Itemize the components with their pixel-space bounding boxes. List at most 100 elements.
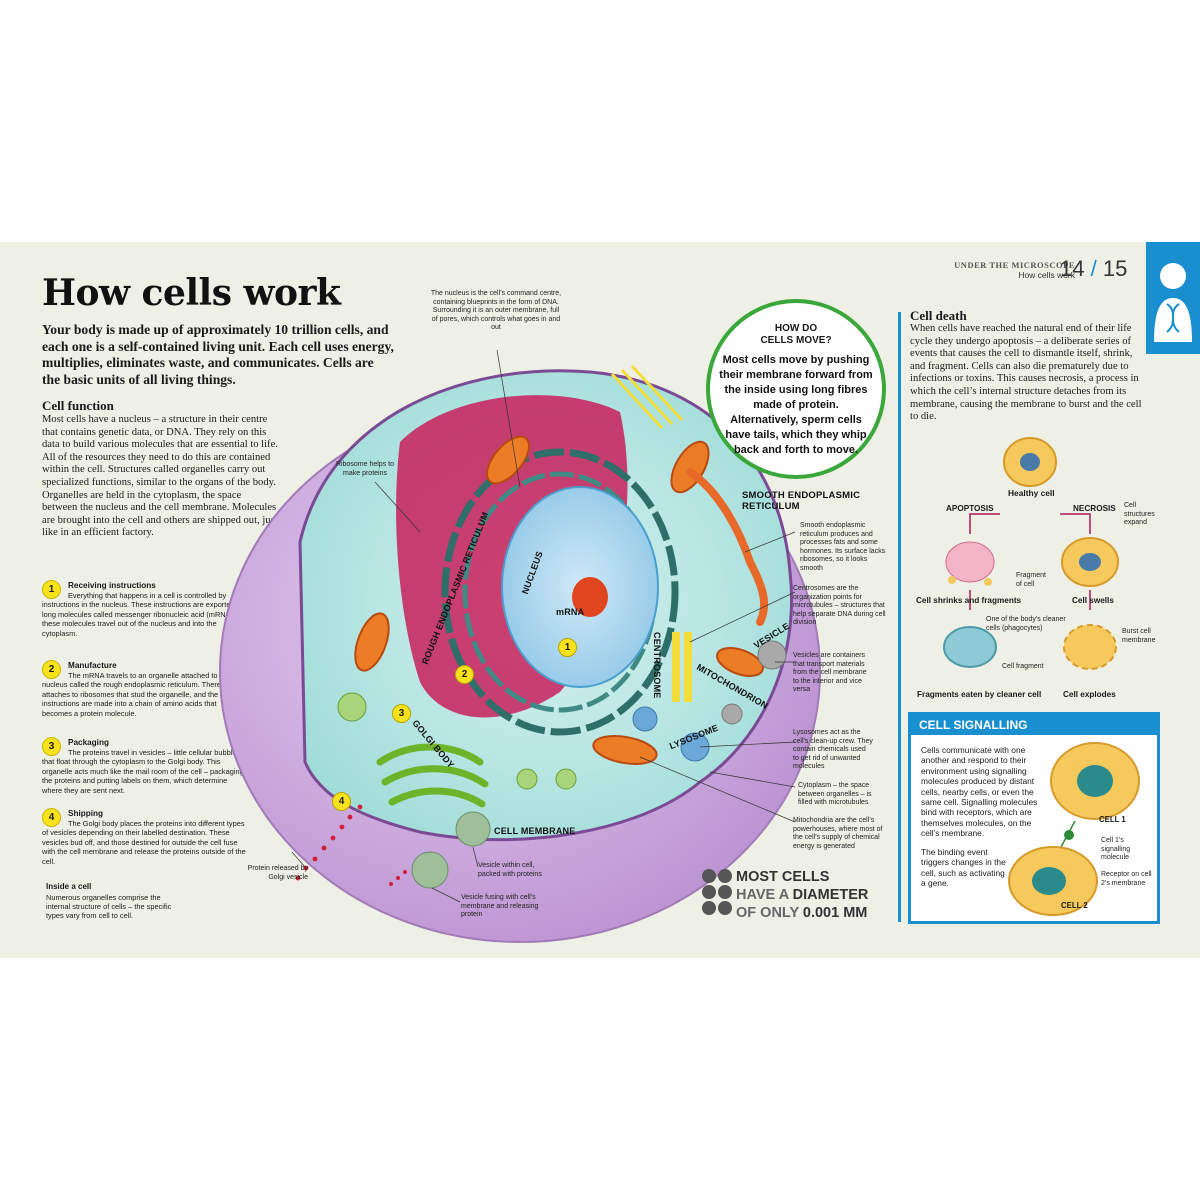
note-lysosome: Lysosomes act as the cell’s clean-up cre… xyxy=(793,729,873,771)
step-title: Packaging xyxy=(68,738,109,747)
note-smooth-er: Smooth endoplasmic reticulum produces an… xyxy=(800,522,886,572)
note-vesicle-fusing: Vesicle fusing with cell’s membrane and … xyxy=(461,894,539,919)
label-cell-membrane: CELL MEMBRANE xyxy=(494,826,576,836)
inside-cell-text: Numerous organelles comprise the interna… xyxy=(46,893,172,921)
step-number: 4 xyxy=(42,808,61,827)
step-title: Manufacture xyxy=(68,661,117,670)
label-fragment-of-cell: Fragment of cell xyxy=(1016,572,1046,588)
phagocyte-icon xyxy=(943,626,997,668)
nucleolus-shape xyxy=(572,577,608,617)
vesicles-group xyxy=(337,640,787,889)
cell-death-text: When cells have reached the natural end … xyxy=(910,323,1142,423)
exploding-cell-icon xyxy=(1063,624,1117,670)
centrosome-shape xyxy=(672,632,692,702)
cells-move-text: Most cells move by pushing their membran… xyxy=(719,354,873,456)
diameter-line-2: HAVE A DIAMETER xyxy=(736,886,868,904)
marker-2: 2 xyxy=(455,665,474,684)
label-swells: Cell swells xyxy=(1072,596,1114,605)
diameter-line-3: OF ONLY 0.001 MM xyxy=(736,904,868,922)
diameter-line-3b: 0.001 MM xyxy=(802,905,868,921)
label-structures-expand: Cell structures expand xyxy=(1124,502,1155,527)
label-necrosis: NECROSIS xyxy=(1073,504,1116,513)
label-cleaner: One of the body’s cleaner cells (phagocy… xyxy=(986,616,1066,632)
golgi-body-shape xyxy=(376,743,489,808)
microtubule-bundle xyxy=(610,364,684,430)
cells-move-heading-1: HOW DO xyxy=(774,323,818,334)
page-separator: / xyxy=(1090,256,1097,281)
vesicle xyxy=(411,851,449,889)
label-centrosome: CENTROSOME xyxy=(652,632,662,699)
step-title: Shipping xyxy=(68,809,104,818)
cell-cluster-icon xyxy=(702,869,732,915)
marker-1: 1 xyxy=(558,638,577,657)
section-label: UNDER THE MICROSCOPE xyxy=(954,260,1075,270)
receptor-note: Receptor on cell 2’s membrane xyxy=(1101,871,1152,887)
intro-paragraph: Your body is made up of approximately 10… xyxy=(42,322,394,387)
cell-signalling-box: CELL SIGNALLING Cells communicate with o… xyxy=(908,712,1160,924)
mitochondrion xyxy=(716,647,764,677)
marker-4: 4 xyxy=(332,792,351,811)
cell-2-label: CELL 2 xyxy=(1061,901,1088,910)
page-numbers: 14 / 15 xyxy=(1060,256,1127,282)
column-rule xyxy=(898,312,901,922)
diameter-fact: MOST CELLS HAVE A DIAMETER OF ONLY 0.001… xyxy=(736,868,868,922)
label-healthy: Healthy cell xyxy=(1008,488,1055,498)
mitochondrion xyxy=(670,440,710,494)
cell-death-heading: Cell death xyxy=(910,308,967,323)
label-cell-fragment: Cell fragment xyxy=(1002,663,1044,670)
note-ribosome: Ribosome helps to make proteins xyxy=(336,461,394,477)
signalling-diagram xyxy=(1008,742,1140,916)
note-vesicle: Vesicles are containers that transport m… xyxy=(793,652,867,694)
page-title: How cells work xyxy=(42,272,341,314)
diameter-line-2a: HAVE A xyxy=(736,887,793,903)
signal-note: Cell 1’s signalling molecule xyxy=(1101,837,1131,862)
note-centrosome: Centrosomes are the organization points … xyxy=(793,585,886,627)
label-explodes: Cell explodes xyxy=(1063,690,1116,699)
label-smooth-er: SMOOTH ENDOPLASMIC RETICULUM xyxy=(742,490,861,512)
cell-signalling-heading: CELL SIGNALLING xyxy=(911,715,1157,735)
label-burst: Burst cell membrane xyxy=(1122,628,1156,644)
cell-function-heading: Cell function xyxy=(42,398,114,413)
label-shrinks: Cell shrinks and fragments xyxy=(916,596,1022,605)
marker-3: 3 xyxy=(392,704,411,723)
note-protein-released: Protein released by Golgi vesicle xyxy=(247,865,308,881)
cell-signalling-text-2: The binding event triggers changes in th… xyxy=(921,847,1006,889)
vesicle xyxy=(455,811,491,847)
label-mrna: mRNA xyxy=(556,607,585,617)
label-apoptosis: APOPTOSIS xyxy=(946,504,994,513)
step-text: The Golgi body places the proteins into … xyxy=(42,819,246,866)
chapter-tab xyxy=(1146,242,1200,354)
running-head: UNDER THE MICROSCOPE How cells work xyxy=(954,260,1075,280)
step-1: 1 Receiving instructions Everything that… xyxy=(42,580,247,638)
step-text: The proteins travel in vesicles – little… xyxy=(42,748,247,795)
body-dna-icon xyxy=(1154,263,1192,342)
section-sub: How cells work xyxy=(1018,270,1075,280)
step-text: The mRNA travels to an organelle attache… xyxy=(42,671,230,718)
nuclear-envelope-outer xyxy=(441,448,679,736)
inside-cell-heading: Inside a cell xyxy=(46,882,92,891)
vesicle xyxy=(516,768,538,790)
mitochondrion xyxy=(486,435,530,485)
mitochondrion xyxy=(354,612,390,672)
cell-death-diagram xyxy=(943,437,1119,670)
cell-diagram xyxy=(219,349,821,943)
vesicle xyxy=(337,692,367,722)
step-number: 3 xyxy=(42,737,61,756)
page-left: 14 xyxy=(1060,256,1085,281)
page-right: 15 xyxy=(1102,256,1128,281)
note-nucleus: The nucleus is the cell’s command centre… xyxy=(430,290,562,332)
note-vesicle-within: Vesicle within cell, packed with protein… xyxy=(478,862,542,878)
vesicle xyxy=(632,706,658,732)
step-text: Everything that happens in a cell is con… xyxy=(42,591,245,638)
cell-function-body: Most cells have a nucleus – a structure … xyxy=(42,414,278,539)
signal-molecule-icon xyxy=(1064,830,1074,840)
smooth-er-shape xyxy=(686,468,769,626)
cell-signalling-text-1: Cells communicate with one another and r… xyxy=(921,745,1038,839)
diameter-line-1: MOST CELLS xyxy=(736,869,830,885)
vesicle xyxy=(555,768,577,790)
step-2: 2 Manufacture The mRNA travels to an org… xyxy=(42,660,247,718)
diameter-line-2b: DIAMETER xyxy=(792,887,869,903)
note-cytoplasm: Cytoplasm – the space between organelles… xyxy=(798,782,872,807)
step-4: 4 Shipping The Golgi body places the pro… xyxy=(42,808,247,866)
diameter-line-3a: OF ONLY xyxy=(736,905,803,921)
